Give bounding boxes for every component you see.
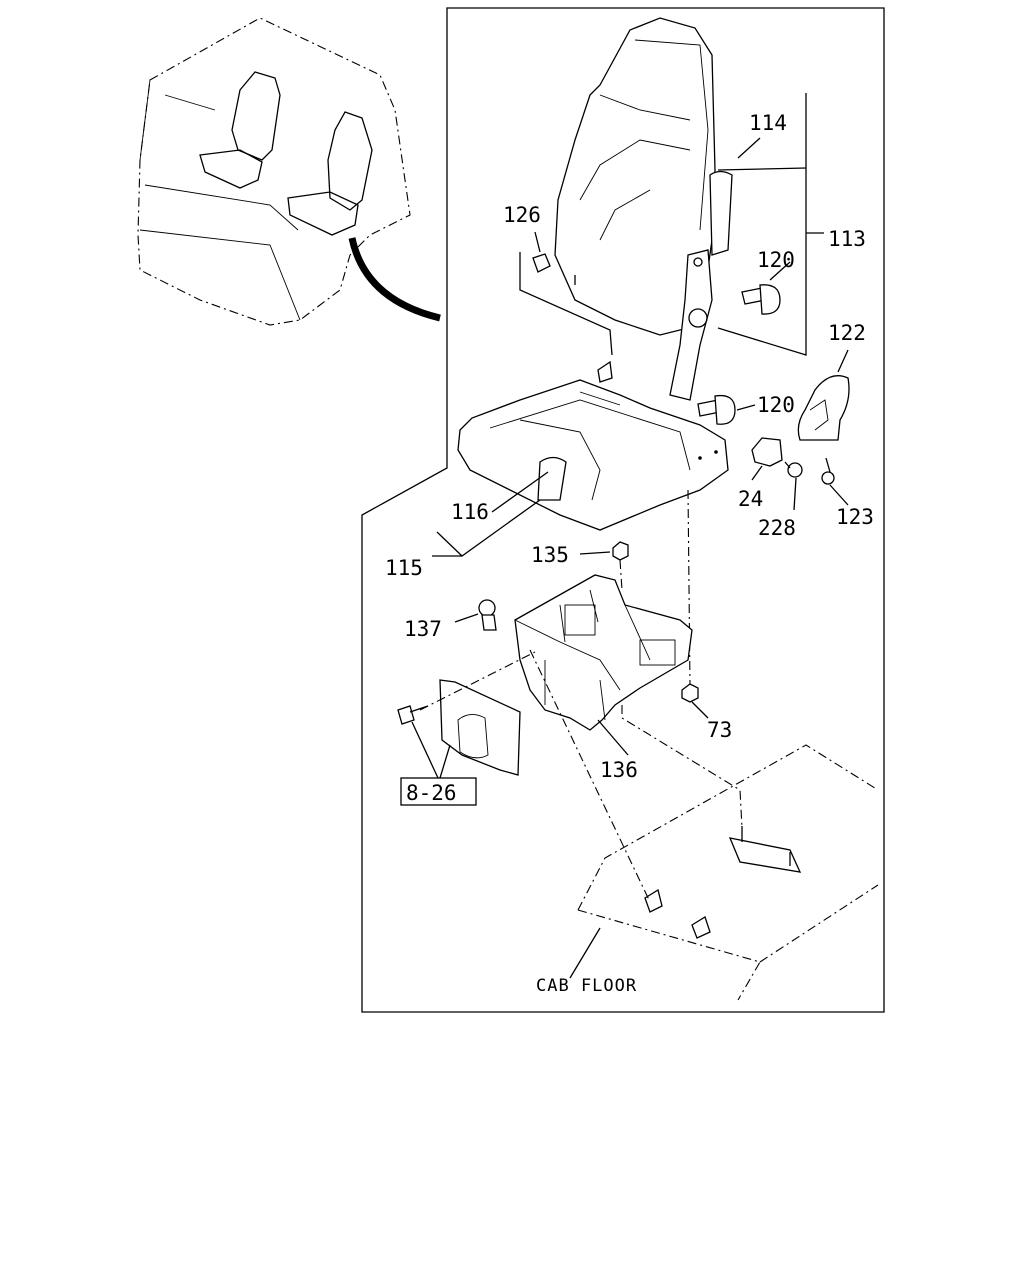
part-123-screw bbox=[821, 457, 849, 506]
cab-floor bbox=[569, 744, 879, 1001]
label-115: 115 bbox=[385, 556, 423, 580]
reference-8-26: 8-26 bbox=[400, 777, 477, 806]
part-labels: 114 113 126 120 120 122 24 228 123 116 1… bbox=[385, 111, 874, 782]
label-136: 136 bbox=[600, 758, 638, 782]
nut-73 bbox=[681, 683, 709, 719]
label-126: 126 bbox=[503, 203, 541, 227]
label-137: 137 bbox=[404, 617, 442, 641]
label-120-upper: 120 bbox=[757, 248, 795, 272]
label-73: 73 bbox=[707, 718, 732, 742]
part-24-knob bbox=[751, 437, 783, 481]
part-228-screw bbox=[784, 461, 803, 511]
label-122: 122 bbox=[828, 321, 866, 345]
label-120-lower: 120 bbox=[757, 393, 795, 417]
detail-boundary bbox=[361, 7, 885, 1013]
nut-135 bbox=[579, 541, 629, 591]
seat-base-136 bbox=[514, 574, 693, 756]
seat-cushion bbox=[457, 360, 729, 531]
part-122-cover bbox=[797, 349, 850, 441]
label-114: 114 bbox=[749, 111, 787, 135]
label-135: 135 bbox=[531, 543, 569, 567]
seat-back bbox=[554, 17, 733, 401]
part-126 bbox=[519, 231, 613, 356]
bolt-120-upper bbox=[741, 261, 791, 315]
cab-overview bbox=[137, 17, 441, 326]
cab-floor-label: CAB FLOOR bbox=[536, 976, 637, 996]
label-123: 123 bbox=[836, 505, 874, 529]
label-24: 24 bbox=[738, 487, 763, 511]
side-plate bbox=[419, 651, 536, 776]
label-228: 228 bbox=[758, 516, 796, 540]
bolt-120-lower bbox=[697, 394, 756, 425]
label-116: 116 bbox=[451, 500, 489, 524]
reference-label: 8-26 bbox=[406, 781, 457, 805]
bolt-137 bbox=[454, 599, 497, 631]
label-113: 113 bbox=[828, 227, 866, 251]
bolt-8-26 bbox=[397, 705, 451, 779]
